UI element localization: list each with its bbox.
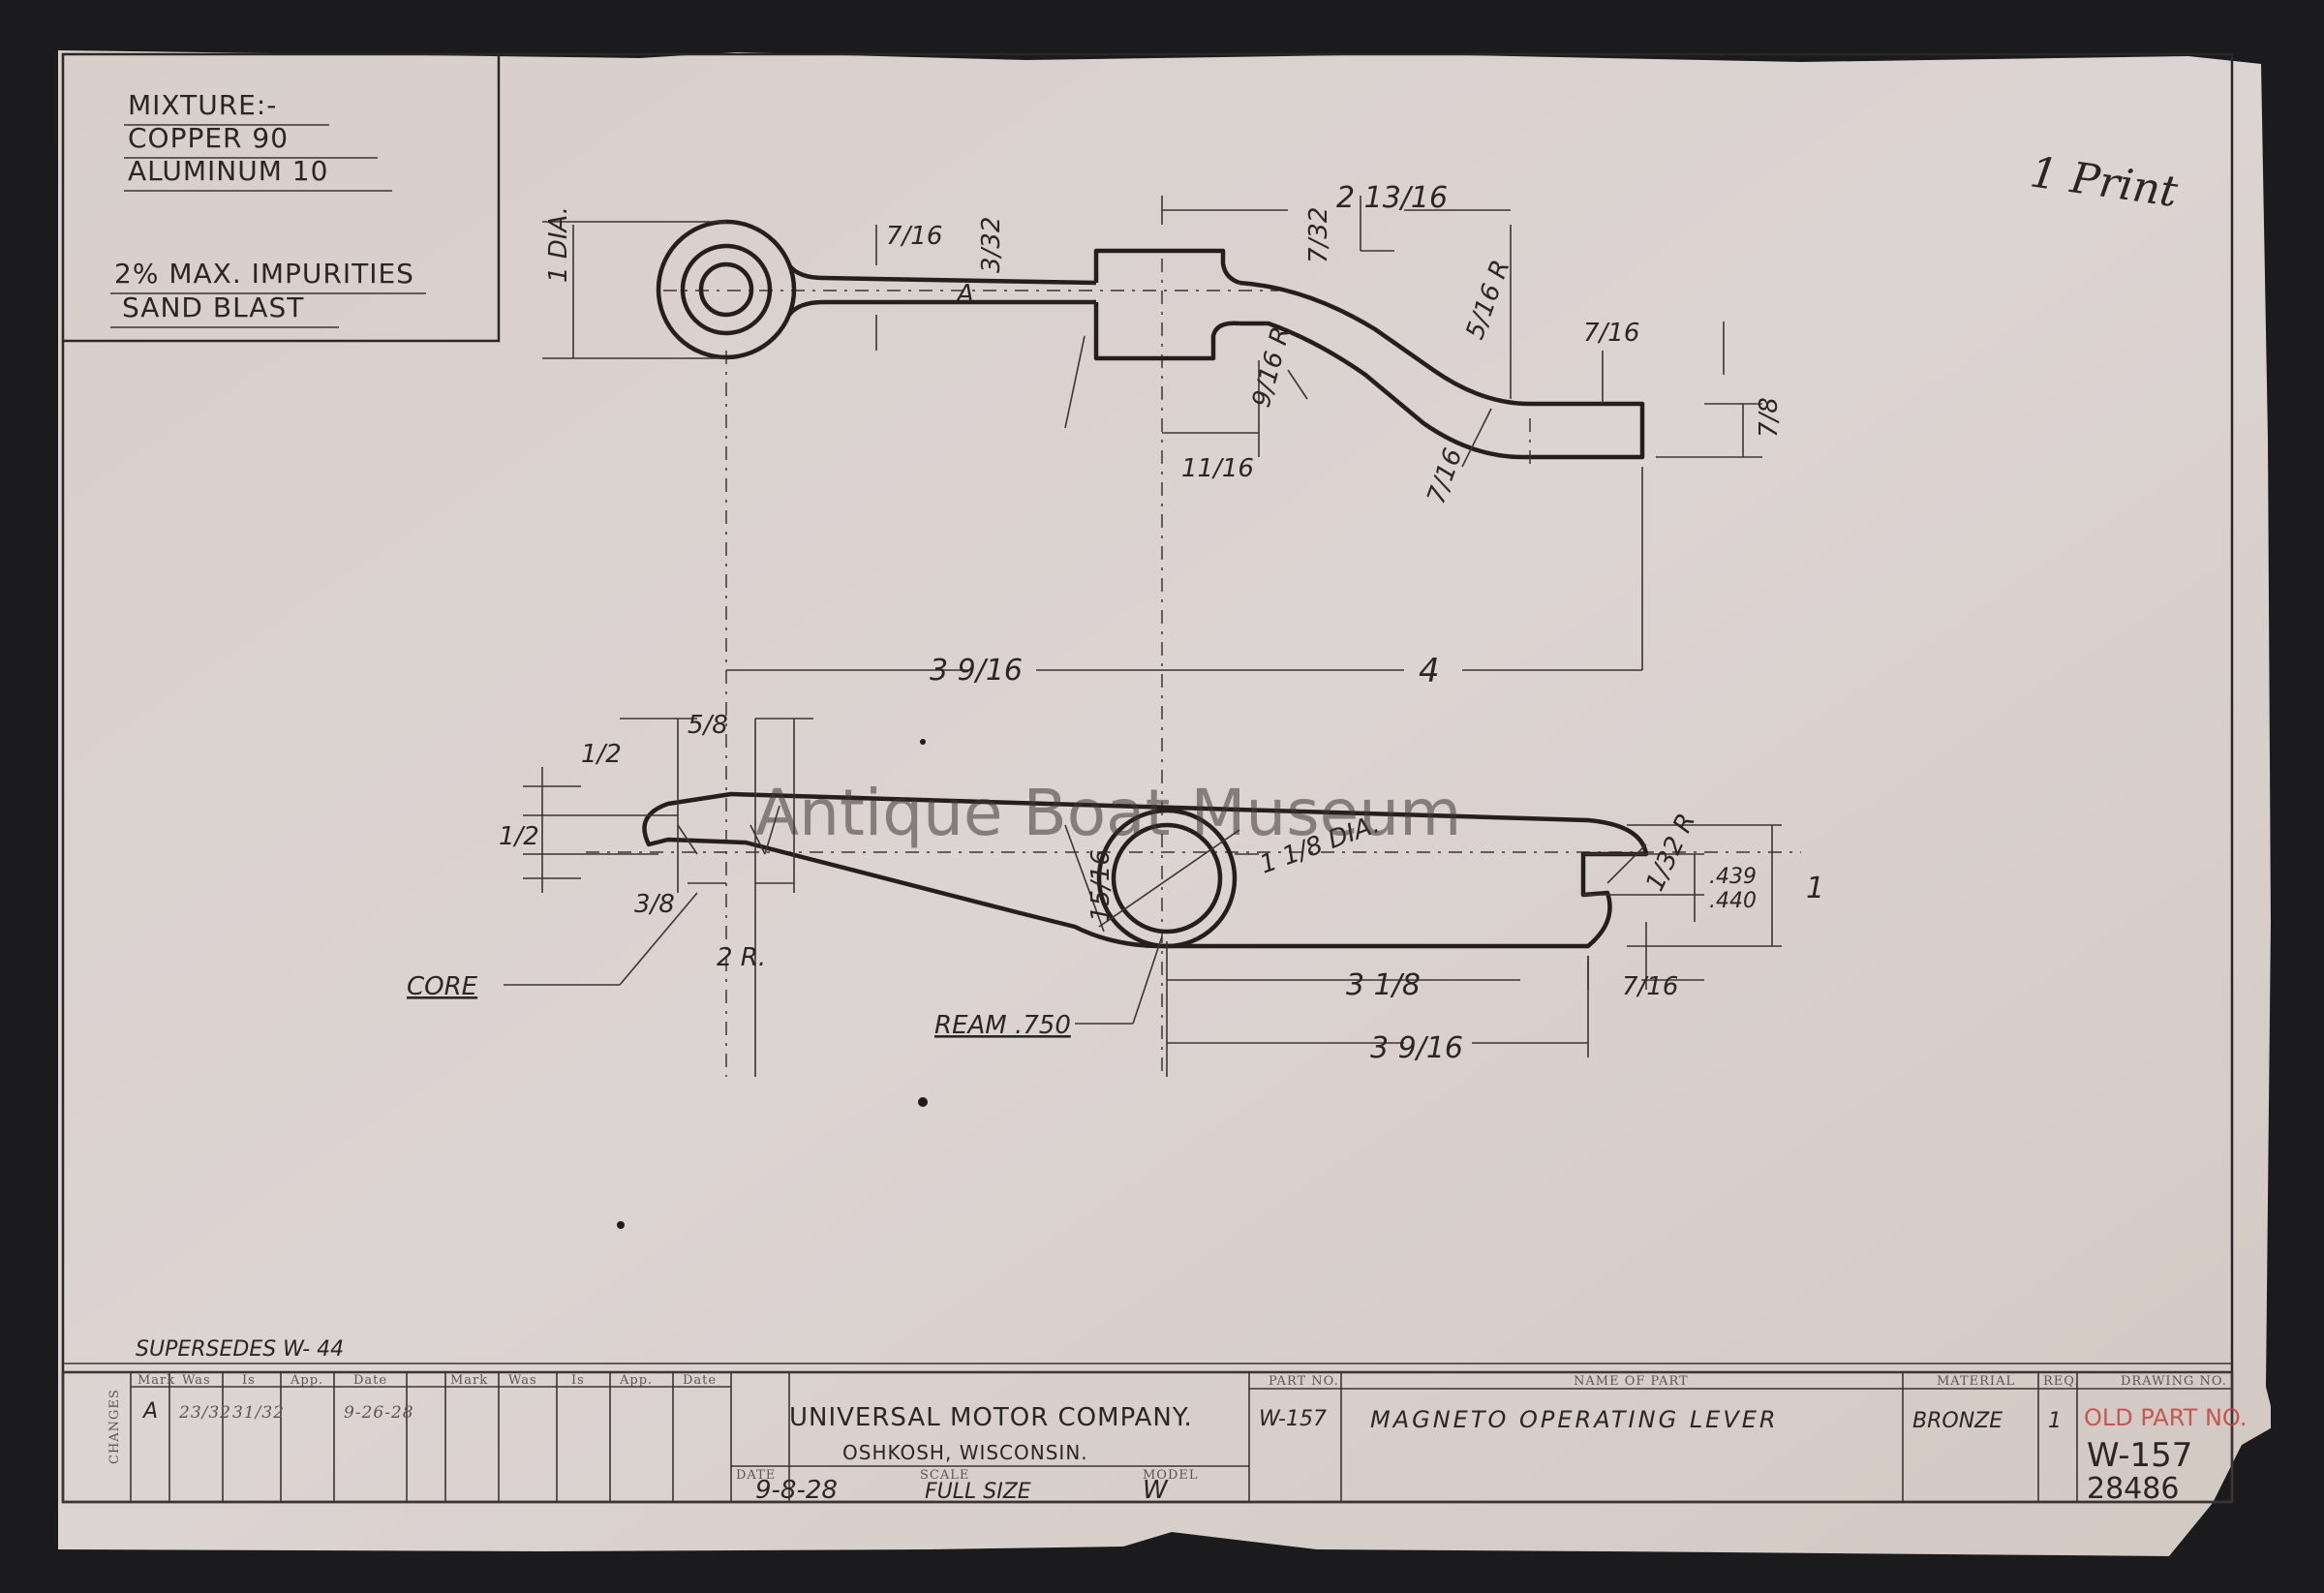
material-notes-box: MIXTURE:- COPPER 90 ALUMINUM 10 2% MAX. … (63, 54, 501, 343)
arm-upper-edge (787, 263, 1097, 286)
note-finish: SAND BLAST (122, 291, 304, 323)
watermark: Antique Boat Museum (755, 776, 1461, 850)
change-mark: A (141, 1399, 158, 1424)
svg-text:DATE: DATE (736, 1468, 776, 1483)
svg-text:Is: Is (242, 1373, 256, 1388)
dim-end-7-8: 7/8 (1755, 397, 1784, 438)
dim-arm-7-16: 7/16 (886, 222, 942, 251)
old-part-number: 28486 (2087, 1472, 2179, 1506)
drawing-model: W (1143, 1476, 1169, 1505)
svg-text:Is: Is (571, 1373, 585, 1388)
old-part-stamp: OLD PART NO. (2084, 1404, 2247, 1431)
part-name: MAGNETO OPERATING LEVER (1370, 1406, 1779, 1433)
dim-span-4: 4 (1419, 652, 1440, 690)
note-aluminum: ALUMINUM 10 (128, 155, 328, 187)
drawing-number: W-157 (2087, 1436, 2192, 1475)
dim-end-7-16: 7/16 (1583, 319, 1639, 348)
dim-radius-2: 2 R. (717, 943, 766, 972)
svg-text:App.: App. (619, 1373, 653, 1388)
svg-text:REQ.: REQ. (2043, 1374, 2079, 1389)
drawing-sheet: MIXTURE:- COPPER 90 ALUMINUM 10 2% MAX. … (58, 50, 2271, 1556)
dim-slot-width-a: .439 (1709, 865, 1757, 889)
required-qty: 1 (2048, 1409, 2062, 1433)
svg-text:Was: Was (182, 1373, 211, 1388)
company-name: UNIVERSAL MOTOR COMPANY. (789, 1403, 1193, 1432)
hub-top (1093, 248, 1240, 286)
label-core: CORE (407, 972, 478, 1001)
dim-span-3-9-16: 3 9/16 (930, 654, 1023, 688)
dim-eye-dia: 1 DIA. (544, 206, 573, 283)
dim-top-overall: 2 13/16 (1336, 181, 1448, 215)
change-is: 31/32 (232, 1403, 285, 1423)
boss-inner (1111, 822, 1223, 934)
dim-tip-1-2-b: 1/2 (499, 822, 539, 851)
dim-overall-1: 1 (1806, 872, 1824, 905)
lever-side-profile (642, 791, 1649, 949)
ink-spot (617, 1221, 625, 1229)
supersedes-note: SUPERSEDES W- 44 (136, 1337, 344, 1362)
svg-text:NAME OF PART: NAME OF PART (1574, 1374, 1689, 1389)
part-number: W-157 (1259, 1407, 1327, 1431)
svg-text:DRAWING NO.: DRAWING NO. (2121, 1374, 2227, 1389)
label-circle-a: A (955, 280, 974, 309)
dim-slot-7-16: 7/16 (1622, 972, 1678, 1001)
note-impurities: 2% MAX. IMPURITIES (114, 258, 414, 290)
dim-tip-5-8: 5/8 (688, 711, 728, 740)
svg-text:MATERIAL: MATERIAL (1937, 1374, 2015, 1389)
hub-bottom (1093, 302, 1240, 361)
arm-lower-edge (787, 299, 1096, 317)
change-was: 23/32 (178, 1403, 231, 1423)
svg-text:MODEL: MODEL (1143, 1468, 1199, 1483)
title-block: SUPERSEDES W- 44 CHANGES Ma (61, 1337, 2247, 1506)
svg-text:App.: App. (290, 1373, 323, 1388)
dim-span-3-1-8: 3 1/8 (1346, 968, 1421, 1002)
change-date: 9-26-28 (344, 1403, 414, 1423)
note-copper: COPPER 90 (128, 122, 289, 154)
dim-slot-width-b: .440 (1709, 889, 1757, 913)
dim-boss-15-16: 15/16 (1086, 849, 1116, 922)
svg-text:SCALE: SCALE (920, 1468, 969, 1483)
drawing-scale: FULL SIZE (925, 1480, 1031, 1504)
company-city: OSHKOSH, WISCONSIN. (842, 1441, 1088, 1464)
svg-text:Date: Date (683, 1373, 717, 1388)
changes-label: CHANGES (107, 1389, 122, 1464)
svg-text:Mark: Mark (138, 1373, 175, 1388)
dim-7-32: 7/32 (1304, 207, 1333, 263)
svg-text:Date: Date (353, 1373, 387, 1388)
dim-span-3-9-16-b: 3 9/16 (1370, 1031, 1463, 1065)
eye-middle (680, 243, 773, 336)
note-mixture: MIXTURE:- (128, 89, 277, 121)
ink-spot (920, 739, 926, 745)
dim-tip-3-8: 3/8 (634, 890, 675, 919)
svg-text:Was: Was (508, 1373, 537, 1388)
label-ream: REAM .750 (934, 1011, 1071, 1040)
ink-spot (918, 1097, 928, 1107)
material: BRONZE (1912, 1409, 2003, 1433)
svg-text:Mark: Mark (450, 1373, 488, 1388)
dim-3-32: 3/32 (977, 217, 1006, 273)
offset-arm (1238, 280, 1645, 460)
paper (58, 50, 2271, 1556)
svg-text:PART NO.: PART NO. (1269, 1374, 1339, 1389)
dim-offset-11-16: 11/16 (1181, 454, 1254, 483)
dim-tip-1-2-a: 1/2 (581, 740, 622, 769)
eye-bore (698, 261, 754, 318)
drawing-date: 9-8-28 (755, 1476, 838, 1505)
